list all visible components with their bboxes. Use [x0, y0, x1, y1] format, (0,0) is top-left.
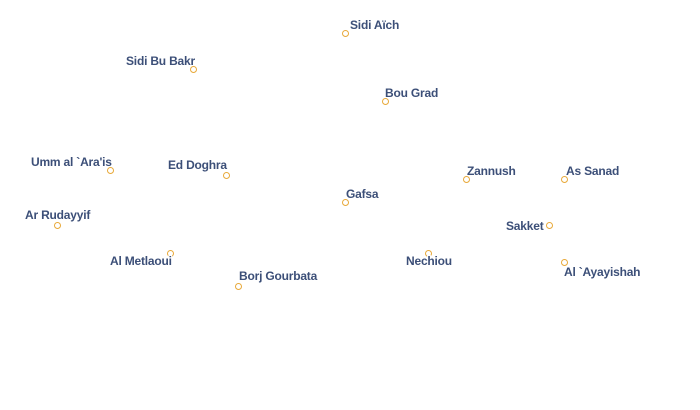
place-label-as-sanad: As Sanad: [566, 164, 620, 178]
place-marker-sakket[interactable]: [546, 222, 553, 229]
place-marker-zannush[interactable]: [463, 176, 470, 183]
place-label-ar-rudayyif: Ar Rudayyif: [25, 208, 91, 222]
place-label-umm-al-arais: Umm al `Ara'is: [31, 155, 112, 169]
place-label-ed-doghra: Ed Doghra: [168, 158, 227, 172]
place-label-bou-grad: Bou Grad: [385, 86, 439, 100]
place-marker-borj-gourbata[interactable]: [235, 283, 242, 290]
place-marker-ar-rudayyif[interactable]: [54, 222, 61, 229]
place-marker-as-sanad[interactable]: [561, 176, 568, 183]
place-marker-al-metlaoui[interactable]: [167, 250, 174, 257]
place-label-sidi-aich: Sidi Aïch: [350, 18, 400, 32]
place-label-sakket: Sakket: [506, 219, 544, 233]
place-label-gafsa: Gafsa: [346, 187, 379, 201]
place-marker-nechiou[interactable]: [425, 250, 432, 257]
place-label-borj-gourbata: Borj Gourbata: [239, 269, 318, 283]
place-label-nechiou: Nechiou: [406, 254, 452, 268]
place-marker-al-ayayishah[interactable]: [561, 259, 568, 266]
place-label-al-metlaoui: Al Metlaoui: [110, 254, 172, 268]
place-marker-sidi-aich[interactable]: [342, 30, 349, 37]
place-marker-ed-doghra[interactable]: [223, 172, 230, 179]
place-marker-gafsa[interactable]: [342, 199, 349, 206]
place-marker-umm-al-arais[interactable]: [107, 167, 114, 174]
place-marker-sidi-bu-bakr[interactable]: [190, 66, 197, 73]
place-label-sidi-bu-bakr: Sidi Bu Bakr: [126, 54, 195, 68]
place-marker-bou-grad[interactable]: [382, 98, 389, 105]
place-label-zannush: Zannush: [467, 164, 516, 178]
place-label-al-ayayishah: Al `Ayayishah: [564, 265, 641, 279]
